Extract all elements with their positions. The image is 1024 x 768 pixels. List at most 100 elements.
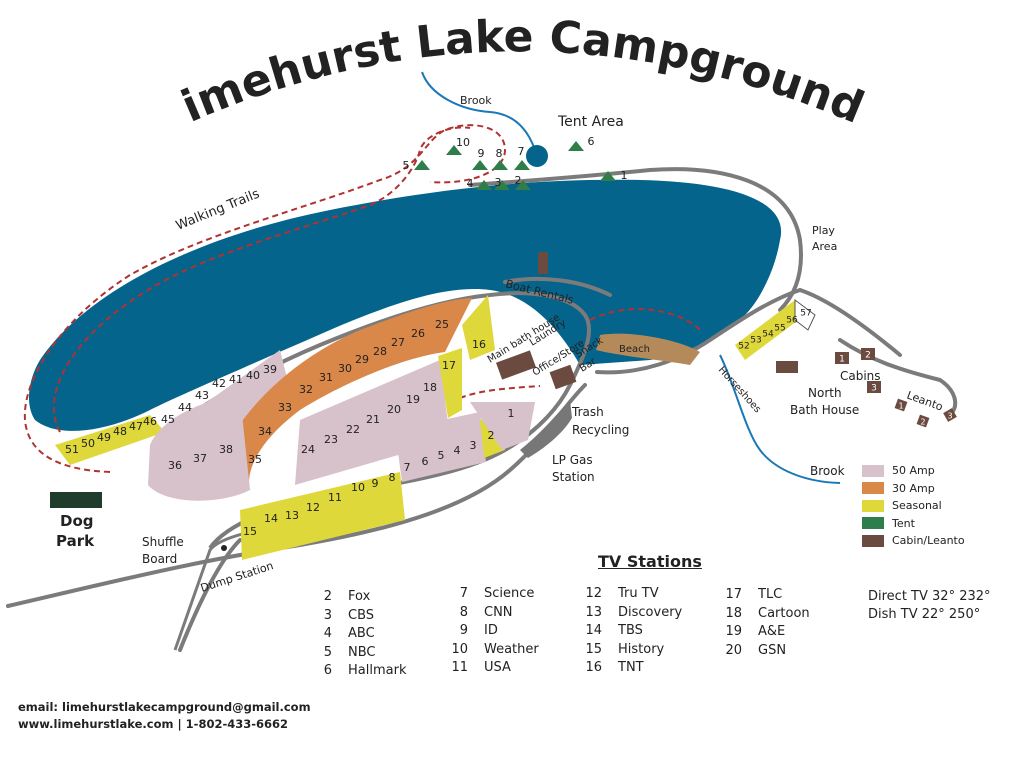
contact-email: email: limehurstlakecampground@gmail.com	[18, 700, 311, 714]
leanto-2	[916, 414, 930, 428]
site-54: 54	[762, 330, 774, 340]
brook-top-label: Brook	[460, 94, 492, 107]
site-53: 53	[750, 336, 761, 346]
north-bath-label-1: North	[808, 386, 842, 400]
leanto-1	[894, 398, 908, 412]
site-33: 33	[278, 401, 292, 414]
site-24: 24	[301, 443, 315, 456]
block-50amp-1	[470, 402, 535, 450]
site-10: 10	[351, 481, 365, 494]
site-52: 52	[738, 342, 749, 352]
trash-label-1: Trash	[571, 405, 604, 419]
site-19: 19	[406, 393, 420, 406]
site-27: 27	[391, 336, 405, 349]
north-bath-building	[776, 361, 798, 373]
walking-trail-inner	[52, 126, 471, 433]
tent-1: 1	[621, 169, 628, 182]
legend-item: Cabin/Leanto	[862, 532, 965, 550]
tv-channel-number: 18	[725, 605, 742, 621]
trail-to-sites	[459, 385, 541, 399]
block-30amp	[210, 298, 472, 490]
direct-tv-info: Direct TV 32° 232°	[868, 589, 991, 604]
brook-pond	[526, 145, 548, 167]
lp-gas-label-1: LP Gas	[552, 453, 593, 467]
brook-bottom	[719, 354, 841, 484]
tv-channel-number: 3	[323, 607, 332, 623]
legend-label: Cabin/Leanto	[892, 534, 965, 548]
tv-channel-name: Tru TV	[618, 586, 659, 601]
legend-swatch	[862, 499, 884, 512]
play-area-label-2: Area	[812, 240, 837, 253]
buildings	[496, 252, 957, 428]
site-16: 16	[472, 338, 486, 351]
site-9: 9	[372, 477, 379, 490]
block-50amp-left	[148, 395, 250, 501]
tent-icon	[472, 160, 488, 170]
site-11: 11	[328, 491, 342, 504]
site-4: 4	[454, 444, 461, 457]
dog-park	[50, 492, 102, 508]
tent-icon	[514, 160, 530, 170]
brook-top	[421, 71, 536, 151]
tent-icon	[446, 145, 462, 155]
boat-rental-building	[538, 252, 548, 274]
legend-label: Seasonal	[892, 499, 942, 513]
block-57	[794, 299, 816, 331]
site-47: 47	[129, 420, 143, 433]
block-50amp-low	[395, 412, 486, 482]
beach	[596, 333, 700, 365]
main-bath-building	[496, 350, 536, 380]
tv-channel-number: 5	[323, 644, 332, 660]
site-28: 28	[373, 345, 387, 358]
legend-swatch	[862, 534, 884, 547]
walking-trail	[23, 124, 507, 473]
site-25: 25	[435, 318, 449, 331]
dish-tv-info: Dish TV 22° 250°	[868, 607, 981, 622]
legend-swatch	[862, 464, 884, 477]
cabin-2	[861, 348, 875, 360]
block-seasonal-north	[735, 300, 805, 360]
tv-channel-number: 14	[585, 623, 602, 638]
tent-icon	[600, 171, 616, 181]
tv-channel-number: 19	[725, 624, 742, 639]
brook-bottom-label: Brook	[810, 464, 845, 478]
beach-label: Beach	[619, 344, 650, 355]
site-45: 45	[161, 413, 175, 426]
site-48: 48	[113, 425, 127, 438]
site-44: 44	[178, 401, 192, 414]
legend-item: Seasonal	[862, 497, 965, 515]
site-6: 6	[422, 455, 429, 468]
trash-label-2: Recycling	[572, 423, 629, 437]
tv-channel-name: Weather	[484, 641, 539, 657]
site-39: 39	[263, 363, 277, 376]
dump-station-marker	[221, 545, 227, 551]
leanto-2-num: 2	[920, 418, 925, 427]
walking-trails-label: Walking Trails	[174, 186, 262, 233]
tv-channel-number: 16	[585, 660, 602, 675]
site-55: 55	[774, 324, 785, 334]
site-38: 38	[219, 443, 233, 456]
site-15: 15	[243, 525, 257, 538]
legend-swatch	[862, 482, 884, 495]
dog-park-label-1: Dog	[60, 512, 94, 530]
tent-numbers: 1 2 3 4 5 6 7 8 9 10	[403, 135, 628, 190]
tent-icon	[515, 180, 531, 190]
tent-6: 6	[588, 135, 595, 148]
tent-4: 4	[467, 177, 474, 190]
map-title: Limehurst Lake Campground	[0, 0, 871, 134]
tent-3: 3	[495, 176, 502, 189]
legend-swatch	[862, 517, 884, 530]
tv-channel-number: 10	[451, 641, 468, 657]
tv-channel-name: Hallmark	[348, 663, 407, 678]
site-18: 18	[423, 381, 437, 394]
